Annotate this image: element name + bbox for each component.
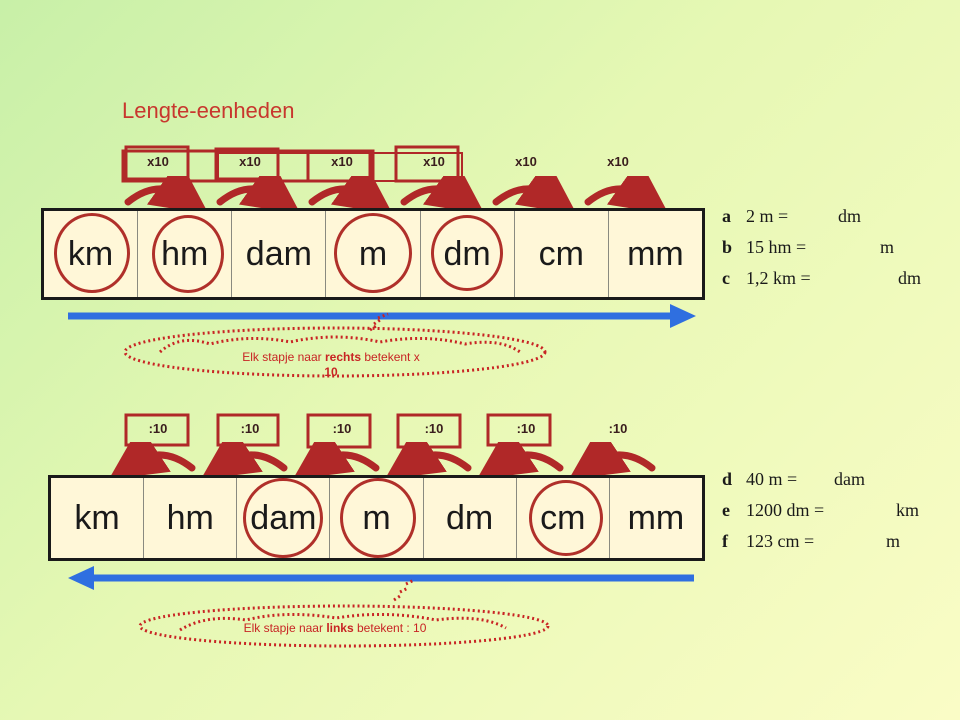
step-label: x10 [515, 154, 537, 169]
unit-label: hm [166, 498, 214, 537]
step-label: :10 [608, 421, 628, 436]
exercise-unit: m [880, 237, 895, 257]
exercise-unit: km [896, 500, 920, 520]
step-label: :10 [332, 421, 352, 436]
unit-label: cm [540, 498, 586, 537]
blue-arrow-left [68, 566, 694, 590]
curved-right-arrows [124, 176, 669, 212]
unit-cell: dm [421, 211, 515, 297]
step-label: x10 [331, 154, 353, 169]
divide-step-labels: :10 :10 :10 :10 :10 :10 [112, 421, 664, 436]
exercise-question: 2 m = [746, 206, 789, 226]
step-label: :10 [148, 421, 168, 436]
unit-cell: m [326, 211, 421, 297]
unit-label: dm [446, 498, 494, 537]
unit-label: m [358, 234, 388, 273]
unit-cell: dm [424, 478, 517, 558]
page-title: Lengte-eenheden [122, 98, 295, 123]
unit-cell: mm [609, 211, 702, 297]
unit-label: km [74, 498, 120, 537]
exercise-letter: c [722, 268, 730, 288]
exercises-top: a 2 m = dm b 15 hm = m c 1,2 km = dm [722, 206, 921, 299]
exercise-letter: f [722, 531, 728, 551]
cloud-text-right: Elk stapje naar rechts betekent x 10 [186, 350, 476, 380]
unit-cell: dam [232, 211, 327, 297]
blue-arrow-right [68, 304, 696, 328]
step-label: x10 [147, 154, 169, 169]
exercise-letter: a [722, 206, 731, 226]
unit-cell: cm [517, 478, 610, 558]
cloud-text-bold: links [326, 621, 354, 635]
exercise-row: d 40 m = dam [722, 469, 865, 500]
step-label: :10 [424, 421, 444, 436]
unit-cell: km [51, 478, 145, 558]
cloud-text-bold: rechts [324, 350, 362, 364]
exercise-unit: dam [834, 469, 865, 489]
unit-table-bottom: km hm dam m dm cm mm [48, 475, 705, 561]
unit-label: m [362, 498, 391, 537]
exercise-row: b 15 hm = m [722, 237, 894, 268]
curved-left-arrows [110, 442, 656, 478]
exercise-letter: e [722, 500, 730, 520]
exercise-question: 40 m = [746, 469, 798, 489]
exercise-row: f 123 cm = m [722, 531, 900, 562]
cloud-text-left: Elk stapje naar links betekent : 10 [180, 621, 490, 636]
step-label: :10 [516, 421, 536, 436]
step-label: x10 [239, 154, 261, 169]
cloud-text-suffix: betekent x [361, 350, 420, 364]
exercise-question: 15 hm = [746, 237, 807, 257]
unit-cell: cm [515, 211, 609, 297]
exercises-bottom: d 40 m = dam e 1200 dm = km f 123 cm = m [722, 469, 919, 562]
exercise-row: c 1,2 km = dm [722, 268, 921, 299]
unit-cell: mm [610, 478, 702, 558]
unit-cell: dam [237, 478, 331, 558]
exercise-unit: dm [898, 268, 922, 288]
exercise-letter: b [722, 237, 733, 257]
cloud-text-prefix: Elk stapje naar [243, 621, 327, 635]
unit-cell: km [44, 211, 139, 297]
step-label: x10 [423, 154, 445, 169]
unit-table-top: km hm dam m dm cm mm [41, 208, 705, 300]
unit-cell: m [330, 478, 424, 558]
unit-label: dam [250, 498, 317, 537]
unit-label: mm [627, 498, 685, 537]
exercise-question: 1200 dm = [746, 500, 825, 520]
unit-cell: hm [138, 211, 233, 297]
unit-label: hm [161, 234, 209, 273]
cloud-callout-left [138, 578, 550, 648]
exercise-question: 123 cm = [746, 531, 815, 551]
exercise-unit: m [886, 531, 901, 551]
cloud-text-line2: 10 [324, 365, 338, 379]
cloud-text-suffix: betekent : 10 [353, 621, 427, 635]
step-label: :10 [240, 421, 260, 436]
exercise-question: 1,2 km = [746, 268, 811, 288]
unit-label: km [67, 234, 114, 273]
cloud-callout-right [123, 312, 547, 378]
multiply-step-labels: x10 x10 x10 x10 x10 x10 [112, 154, 664, 169]
unit-label: mm [627, 234, 684, 273]
step-label: x10 [607, 154, 629, 169]
exercise-row: a 2 m = dm [722, 206, 861, 237]
exercise-unit: dm [838, 206, 862, 226]
unit-label: dam [245, 234, 312, 273]
cloud-text-prefix: Elk stapje naar [242, 350, 325, 364]
unit-cell: hm [144, 478, 238, 558]
exercise-letter: d [722, 469, 733, 489]
exercise-row: e 1200 dm = km [722, 500, 919, 531]
unit-label: cm [538, 234, 584, 273]
unit-label: dm [443, 234, 491, 273]
